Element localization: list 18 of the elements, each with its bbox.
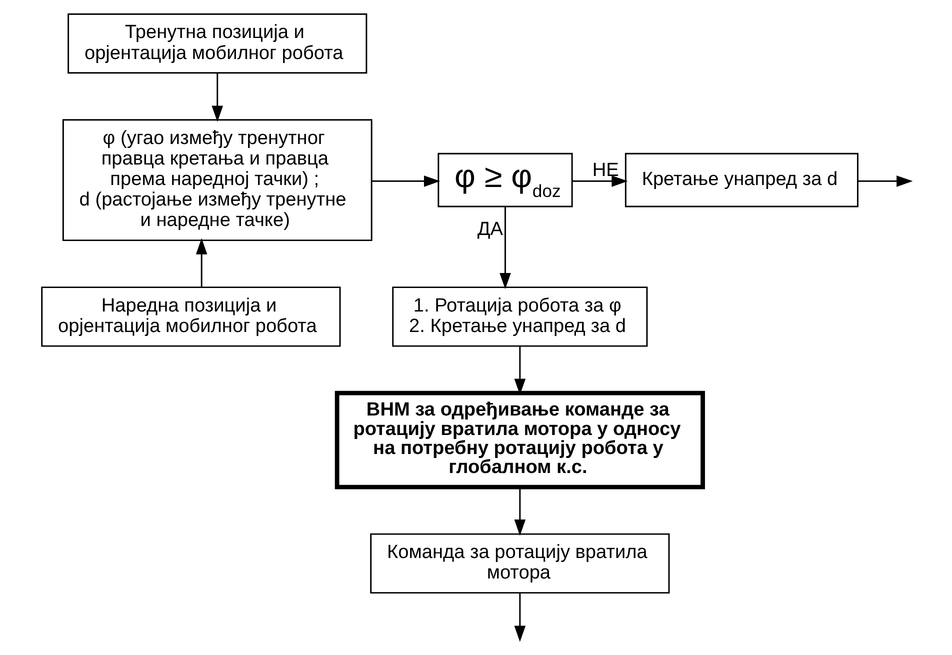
node-box: Наредна позиција и орјентација мобилног робота xyxy=(40,286,340,347)
edge-label: ДА xyxy=(476,219,502,240)
arrow xyxy=(371,176,440,187)
arrow xyxy=(514,487,526,536)
arrow xyxy=(499,207,510,290)
arrow xyxy=(514,592,526,642)
node-box: φ (угао између тренутног правца кретања и правца према наредној тачки) ; d (растојање између тренутне и наредне тачке) xyxy=(62,119,372,242)
node-box: φ ≥ φ$_{doz}$ xyxy=(437,152,572,208)
node-box: Тренутна позиција и орјентација мобилног робота xyxy=(67,13,367,74)
node-box: Кретање унапред за d xyxy=(624,152,858,208)
node-box: ВНМ за одређивање команде за ротацију вратила мотора у односу на потребну ротацију робота у глобалном к.с. xyxy=(334,390,704,490)
node-box: 1. Ротација робота за φ 2. Кретање унапред за d xyxy=(392,286,648,347)
arrow xyxy=(211,73,223,122)
arrow xyxy=(195,238,207,287)
arrow xyxy=(858,176,912,187)
arrow xyxy=(572,176,628,187)
node-box: Команда за ротацију вратила мотора xyxy=(370,533,670,594)
edge-label: НЕ xyxy=(592,160,618,181)
